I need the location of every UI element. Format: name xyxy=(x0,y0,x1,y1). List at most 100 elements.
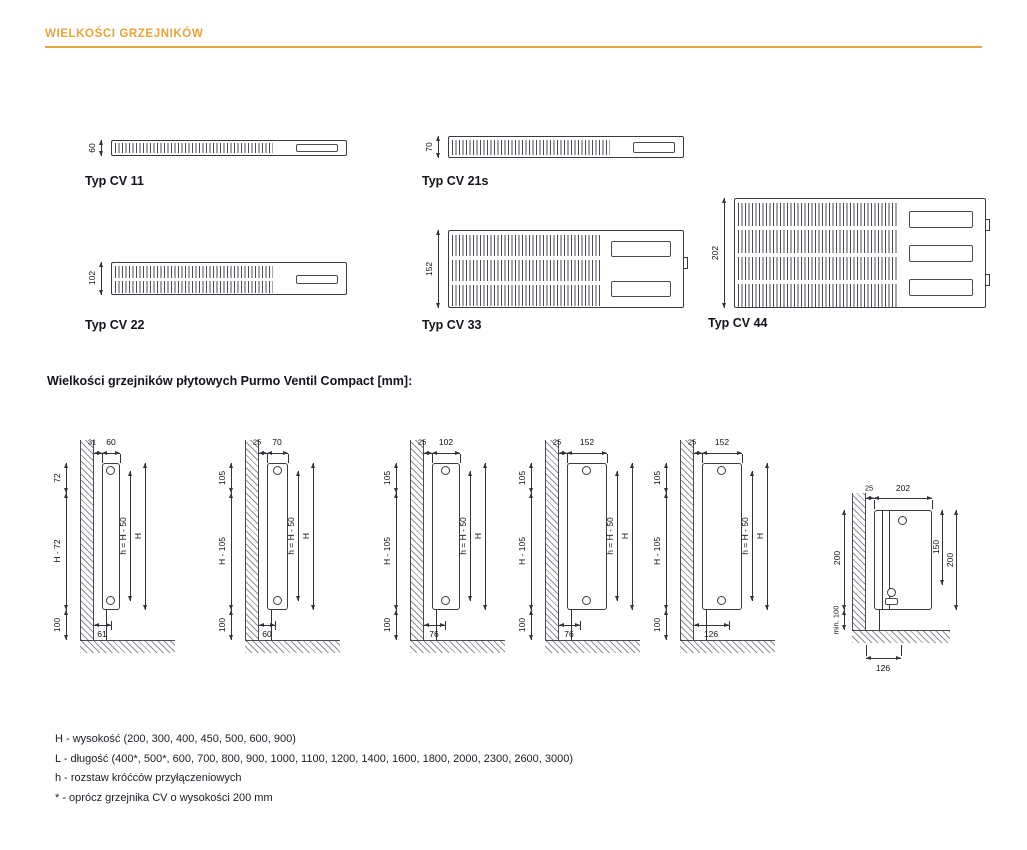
clearance-dim-label: 100 xyxy=(51,617,62,633)
extension-line xyxy=(702,454,703,463)
wall-gap-dim-line xyxy=(694,451,702,455)
floor-section xyxy=(80,640,175,653)
height-dim-line xyxy=(143,463,147,610)
pipe-spacing-dim-label: h = H - 50 xyxy=(117,517,128,555)
extension-line xyxy=(445,621,446,630)
side-view-cv22: 105 H - 105 100 25 102 h = H - 50 H 76 xyxy=(380,425,540,680)
cross-section-cv44: 202 Typ CV 44 xyxy=(708,198,1008,343)
cross-section-cv11: 60 Typ CV 11 xyxy=(85,140,375,215)
header-pipe xyxy=(611,281,671,297)
bracket-tab xyxy=(985,219,990,231)
clearance-dim-line xyxy=(64,610,68,640)
connection-circle xyxy=(898,516,907,525)
depth-dim-line xyxy=(567,451,607,455)
body-dim-line xyxy=(64,493,68,610)
header-pipe xyxy=(909,211,973,228)
side-view-cv21s: 105 H - 105 100 25 70 h = H - 50 H 60 xyxy=(215,425,375,680)
clearance-dim-line xyxy=(229,610,233,640)
wall-gap-dim-line xyxy=(424,451,432,455)
clearance-dim-line xyxy=(842,610,846,630)
top-offset-dim-label: 105 xyxy=(516,470,527,486)
wall-gap-dim-line xyxy=(259,451,267,455)
height-dim-label: H xyxy=(619,532,630,540)
pipe-spacing-dim-line xyxy=(940,510,944,585)
wall-gap-dim-label: 25 xyxy=(552,437,562,447)
radiator-top-view xyxy=(734,198,990,308)
height-dim-line xyxy=(954,510,958,610)
top-offset-dim-line xyxy=(529,463,533,493)
extension-line xyxy=(111,621,112,630)
depth-dim-label: 60 xyxy=(106,436,116,447)
depth-dim-line xyxy=(99,140,103,156)
fins-pattern xyxy=(115,281,273,293)
foot-dim-label: 61 xyxy=(97,628,107,639)
type-label-cv21s: Typ CV 21s xyxy=(422,174,489,188)
pipe-spacing-dim-label: h = H - 50 xyxy=(285,517,296,555)
extension-line xyxy=(729,621,730,630)
pipe-spacing-dim-label: h = H - 50 xyxy=(604,517,615,555)
fins-pattern xyxy=(115,143,273,153)
top-offset-dim-label: 72 xyxy=(51,473,62,483)
foot-dim-label: 76 xyxy=(564,628,574,639)
foot-dim-line xyxy=(694,623,729,627)
fins-pattern xyxy=(738,284,898,307)
connection-circle xyxy=(717,466,726,475)
depth-dim-line xyxy=(267,451,288,455)
fins-pattern xyxy=(452,235,600,256)
extension-line xyxy=(432,454,433,463)
depth-dim-label: 70 xyxy=(423,142,434,152)
extension-line xyxy=(267,454,268,463)
type-label-cv44: Typ CV 44 xyxy=(708,316,768,330)
connection-circle xyxy=(582,466,591,475)
body-dim-label: H - 105 xyxy=(516,537,527,565)
foot-dim-line xyxy=(866,656,901,660)
height-dim-label: H xyxy=(472,532,483,540)
height-dim-line xyxy=(765,463,769,610)
foot-dim-line xyxy=(559,623,580,627)
top-offset-dim-line xyxy=(229,463,233,493)
foot-dim-line xyxy=(424,623,445,627)
extension-line xyxy=(866,645,867,656)
legend-line-spacing: h - rozstaw króćców przyłączeniowych xyxy=(55,772,242,784)
wall-gap-dim-label: 25 xyxy=(864,483,874,493)
wall-section xyxy=(245,440,259,640)
top-offset-dim-label: 105 xyxy=(651,470,662,486)
type-label-cv33: Typ CV 33 xyxy=(422,318,482,332)
cross-section-cv22: 102 Typ CV 22 xyxy=(85,262,375,347)
connection-circle xyxy=(273,466,282,475)
page-title: WIELKOŚCI GRZEJNIKÓW xyxy=(45,28,204,40)
foot-dim-line xyxy=(259,623,275,627)
extension-line xyxy=(102,454,103,463)
panel-line xyxy=(882,511,883,609)
floor-section xyxy=(410,640,505,653)
pipe-spacing-dim-label: 150 xyxy=(930,539,941,555)
wall-gap-dim-label: 31 xyxy=(87,437,97,447)
depth-dim-line xyxy=(874,496,932,500)
wall-gap-dim-label: 25 xyxy=(252,437,262,447)
clearance-dim-label: 100 xyxy=(516,617,527,633)
body-dim-line xyxy=(229,493,233,610)
type-label-cv11: Typ CV 11 xyxy=(85,174,144,188)
foot-dim-label: 126 xyxy=(875,662,891,673)
header-pipe xyxy=(611,241,671,257)
depth-dim-line xyxy=(436,136,440,158)
valve-block xyxy=(885,598,898,605)
section-title: Wielkości grzejników płytowych Purmo Ven… xyxy=(47,374,413,388)
depth-dim-label: 202 xyxy=(709,245,720,261)
wall-section xyxy=(545,440,559,640)
fins-pattern xyxy=(452,285,600,306)
depth-dim-label: 152 xyxy=(714,436,730,447)
bracket-line xyxy=(879,610,880,630)
depth-dim-line xyxy=(99,262,103,295)
extension-line xyxy=(874,500,875,509)
extension-line xyxy=(288,454,289,463)
foot-dim-label: 76 xyxy=(429,628,439,639)
pipe-spacing-dim-line xyxy=(468,471,472,601)
fins-pattern xyxy=(738,203,898,226)
header-pipe xyxy=(909,245,973,262)
fins-pattern xyxy=(738,257,898,280)
wall-gap-dim-line xyxy=(866,496,874,500)
clearance-dim-line xyxy=(394,610,398,640)
extension-line xyxy=(567,454,568,463)
body-dim-label: H - 105 xyxy=(651,537,662,565)
